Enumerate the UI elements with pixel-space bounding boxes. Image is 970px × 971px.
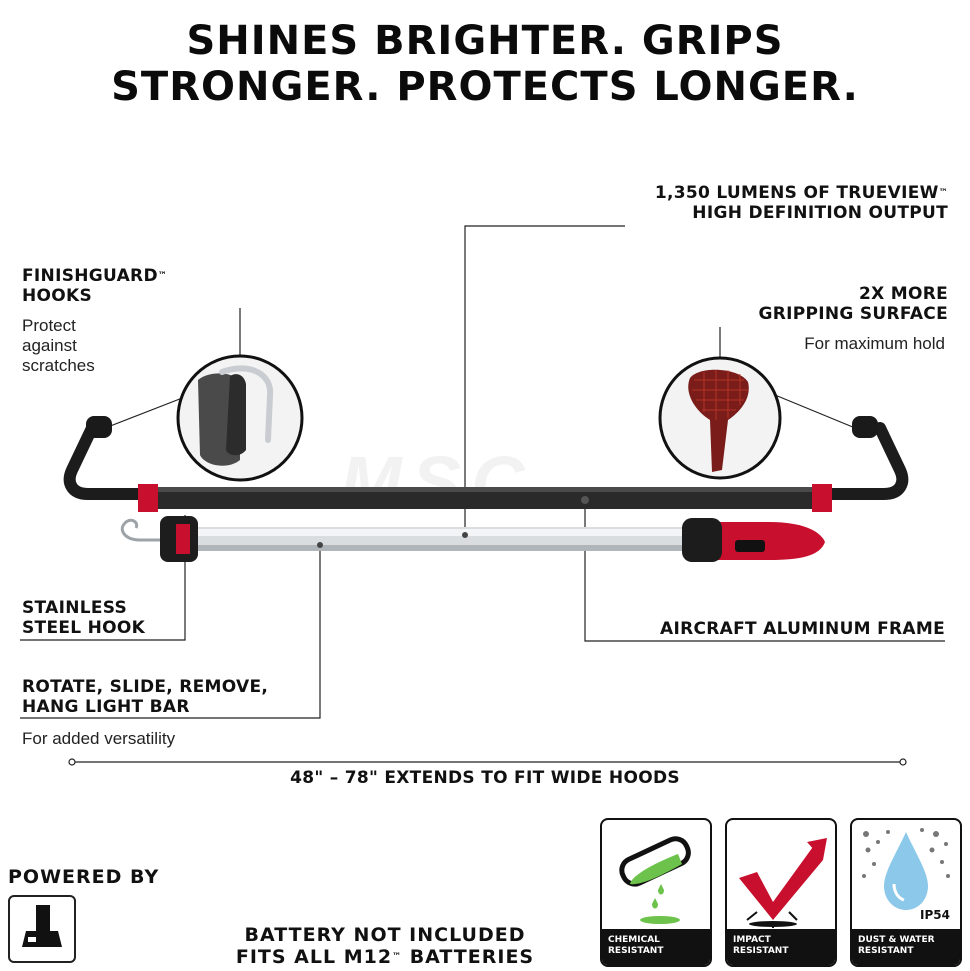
- lumens-callout: 1,350 LUMENS OF TRUEVIEW™ HIGH DEFINITIO…: [654, 183, 948, 223]
- extends-label: 48" – 78" EXTENDS TO FIT WIDE HOODS: [290, 768, 680, 788]
- ip-rating: IP54: [920, 908, 950, 922]
- frame-callout: AIRCRAFT ALUMINUM FRAME: [659, 619, 945, 639]
- finishguard-subtext: Protect against scratches: [22, 316, 95, 375]
- headline-line-1: SHINES BRIGHTER. GRIPS: [186, 18, 784, 64]
- hook-callout: STAINLESS STEEL HOOK: [22, 598, 146, 638]
- battery-note-2: FITS ALL M12™ BATTERIES: [235, 946, 535, 968]
- water-drop-icon: [862, 828, 950, 910]
- battery-note-1: BATTERY NOT INCLUDED: [244, 924, 526, 946]
- lightbar-callout: ROTATE, SLIDE, REMOVE, HANG LIGHT BAR: [22, 677, 269, 717]
- powered-by-label: POWERED BY: [8, 866, 160, 888]
- battery-icon: [22, 905, 62, 947]
- finishguard-callout: FINISHGUARD™ HOOKS: [22, 266, 168, 306]
- test-tube-icon: [619, 836, 691, 924]
- headline-line-2: STRONGER. PROTECTS LONGER.: [111, 64, 859, 110]
- lightbar-subtext: For added versatility: [22, 729, 176, 748]
- gripping-callout: 2X MORE GRIPPING SURFACE: [758, 284, 948, 324]
- battery-icon-box: [8, 895, 76, 963]
- impact-check-icon: [739, 838, 827, 928]
- gripping-subtext: For maximum hold: [804, 334, 945, 353]
- watermark: MSC: [340, 441, 535, 524]
